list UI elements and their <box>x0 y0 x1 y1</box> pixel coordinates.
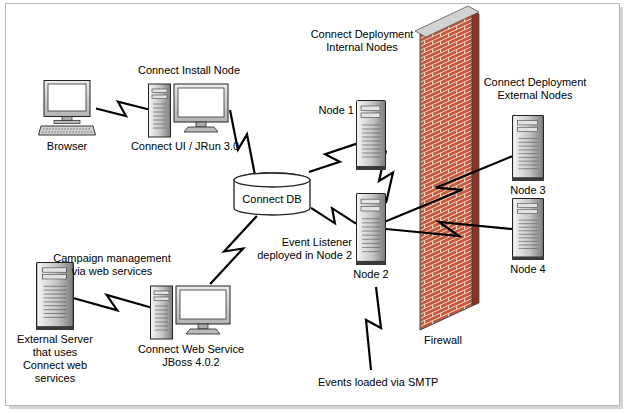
group-heading: Connect Deployment External Nodes <box>470 76 600 102</box>
node-label: Node 4 <box>492 263 564 276</box>
server-tower-icon <box>356 100 386 170</box>
server-node: Node 1 <box>356 100 386 170</box>
node-label: Node 2 <box>336 268 406 281</box>
server-node: Node 4 <box>512 198 544 260</box>
annotation-label: Events loaded via SMTP <box>318 376 458 389</box>
server-tower-icon <box>512 115 544 181</box>
workstation-icon <box>150 284 232 340</box>
node-label: Node 1 <box>310 104 354 117</box>
node-sublabel: Connect UI / JRun 3.0 <box>122 140 248 153</box>
server-node: Node 2 <box>356 193 386 265</box>
server-tower-icon <box>36 262 74 330</box>
node-label: Connect Web Service JBoss 4.0.2 <box>136 343 246 369</box>
server-tower-icon <box>356 193 386 265</box>
external-server: External Server that uses Connect web se… <box>36 262 74 330</box>
node-label: Connect DB <box>233 193 311 206</box>
lightning-connector <box>386 222 512 236</box>
node-label: Browser <box>27 140 107 153</box>
node-label: Connect Install Node <box>118 64 260 77</box>
lightning-connector <box>309 144 356 172</box>
install-node: Connect Install NodeConnect UI / JRun 3.… <box>148 82 230 138</box>
lightning-connector <box>386 156 512 221</box>
group-heading: Connect Deployment Internal Nodes <box>300 28 424 54</box>
browser-client: Browser <box>38 80 96 136</box>
node-label: Node 3 <box>492 184 564 197</box>
lightning-connector <box>96 102 148 116</box>
database-cylinder: Connect DB <box>233 172 311 216</box>
firewall-label: Firewall <box>424 334 484 347</box>
server-node: Node 3 <box>512 115 544 181</box>
lightning-connector <box>74 295 150 310</box>
annotation-label: Event Listener deployed in Node 2 <box>244 236 352 262</box>
firewall-wall <box>415 6 479 330</box>
workstation-icon <box>148 82 230 138</box>
server-tower-icon <box>512 198 544 260</box>
annotation-label: Campaign management via web services <box>48 252 176 278</box>
node-label: External Server that uses Connect web se… <box>12 333 98 385</box>
web-service-node: Connect Web Service JBoss 4.0.2 <box>150 284 232 340</box>
lightning-connector <box>210 216 257 284</box>
frame-border <box>6 4 620 406</box>
smtp-bolt <box>366 287 381 370</box>
monitor-icon <box>38 80 96 136</box>
lightning-connector <box>311 208 356 224</box>
